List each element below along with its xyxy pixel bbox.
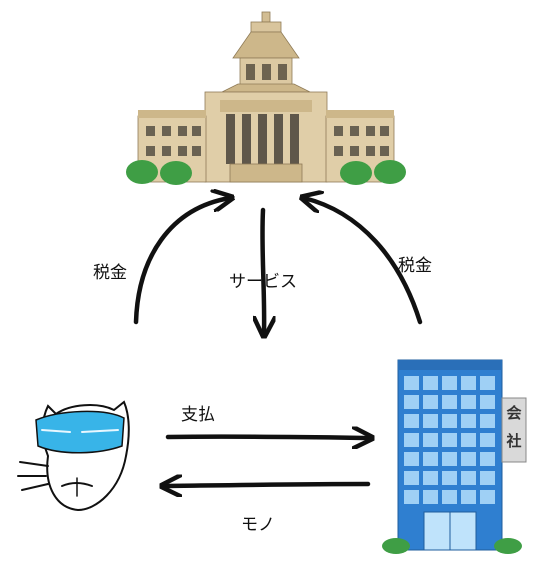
service-arrow <box>262 207 264 334</box>
building-window <box>404 490 419 504</box>
company-building-icon: 会 社 <box>382 359 527 554</box>
building-window <box>461 414 476 428</box>
building-window <box>404 395 419 409</box>
building-window <box>423 471 438 485</box>
building-window <box>423 433 438 447</box>
payment-arrow <box>165 437 370 438</box>
building-window <box>404 433 419 447</box>
building-window <box>404 471 419 485</box>
building-window <box>423 395 438 409</box>
building-window <box>423 376 438 390</box>
building-window <box>442 490 457 504</box>
tax-left-label: 税金 <box>93 263 127 283</box>
goods-label: モノ <box>241 515 275 535</box>
building-window <box>442 376 457 390</box>
building-window <box>461 471 476 485</box>
tax-arrow-left <box>133 198 230 325</box>
payment-label: 支払 <box>181 405 215 425</box>
building-window <box>480 376 495 390</box>
cat-face-icon <box>17 400 130 512</box>
building-window <box>442 395 457 409</box>
building-window <box>423 490 438 504</box>
building-window <box>480 433 495 447</box>
service-label: サービス <box>229 272 297 292</box>
building-window <box>461 433 476 447</box>
building-window <box>461 490 476 504</box>
building-window <box>442 414 457 428</box>
building-window <box>480 395 495 409</box>
building-window <box>461 452 476 466</box>
building-window <box>442 471 457 485</box>
building-window <box>461 395 476 409</box>
building-window <box>404 452 419 466</box>
building-window <box>480 452 495 466</box>
company-sign-char-1: 会 <box>506 404 521 422</box>
tax-arrow-right <box>304 198 423 325</box>
building-window <box>480 471 495 485</box>
building-window <box>480 490 495 504</box>
building-window <box>442 452 457 466</box>
company-sign-char-2: 社 <box>505 432 521 450</box>
building-window <box>423 414 438 428</box>
parliament-building-icon <box>126 11 406 185</box>
building-window <box>442 433 457 447</box>
goods-arrow <box>164 484 371 486</box>
building-window <box>404 414 419 428</box>
building-window <box>404 376 419 390</box>
building-window <box>461 376 476 390</box>
building-window <box>480 414 495 428</box>
tax-right-label: 税金 <box>398 256 432 276</box>
building-window <box>423 452 438 466</box>
